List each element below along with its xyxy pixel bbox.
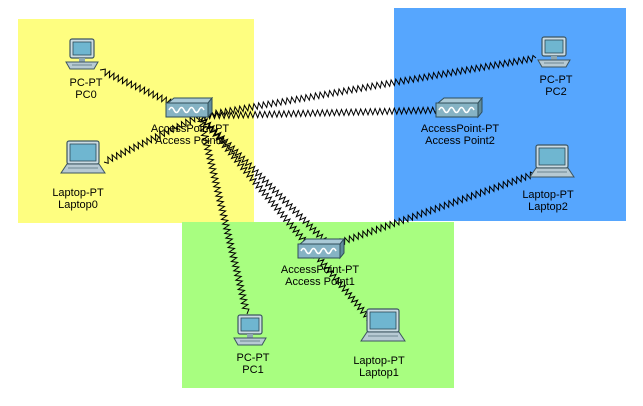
access-point2-name-label: Access Point2 [425,135,495,147]
pc-icon [65,38,99,70]
wireless-link-ap0-ap2 [199,105,441,121]
laptop-icon [360,308,406,342]
access-point0-name-label: Access Point0 [155,135,225,147]
wireless-link-ap0-laptop0 [103,114,201,164]
device-laptop1[interactable] [360,308,406,344]
wireless-link-ap0-laptop1 [199,115,373,323]
access-point1-model-label: AccessPoint-PT [280,264,360,276]
wireless-link-ap1-laptop2 [329,171,535,249]
access-point1-name-label: Access Point1 [285,276,355,288]
pc-icon [537,36,571,68]
pc2-model-label: PC-PT [539,74,573,86]
yellow-area [18,19,254,223]
device-access-point2[interactable] [434,96,484,119]
device-pc1[interactable] [230,314,270,348]
laptop1-name-label: Laptop1 [359,367,399,379]
laptop1-model-label: Laptop-PT [353,355,405,367]
device-pc0[interactable] [62,38,102,72]
laptop2-model-label: Laptop-PT [522,189,574,201]
access-point-icon [165,96,214,119]
pc-icon [233,314,267,346]
wireless-link-ap0-ap1 [199,115,331,247]
wireless-link-ap0-pc1 [196,115,250,315]
device-laptop2[interactable] [529,144,575,180]
access-point-icon [435,96,484,119]
laptop2-name-label: Laptop2 [528,201,568,213]
device-access-point0[interactable] [164,96,214,119]
device-laptop0[interactable] [60,140,106,176]
pc1-name-label: PC1 [242,364,264,376]
access-point2-model-label: AccessPoint-PT [420,123,500,135]
access-point-icon [297,237,346,260]
blue-area [394,8,626,221]
pc0-model-label: PC-PT [69,77,103,89]
wireless-link-ap0-pc2 [199,54,537,120]
pc2-name-label: PC2 [545,86,567,98]
device-pc2[interactable] [534,36,574,70]
pc0-name-label: PC0 [75,89,97,101]
laptop-icon [60,140,106,174]
laptop0-name-label: Laptop0 [58,199,98,211]
laptop-icon [529,144,575,178]
device-access-point1[interactable] [296,237,346,260]
pc1-model-label: PC-PT [236,352,270,364]
laptop0-model-label: Laptop-PT [52,187,104,199]
access-point0-model-label: AccessPoint-PT [150,123,230,135]
